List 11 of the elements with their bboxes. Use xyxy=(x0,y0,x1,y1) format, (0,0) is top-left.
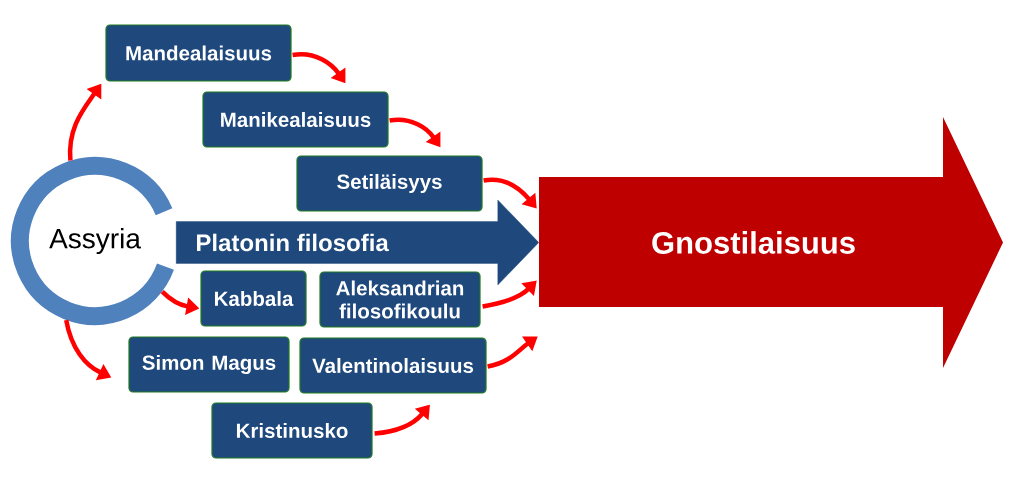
edge-label: Platonin filosofia xyxy=(194,232,390,253)
text-box: Kabbala xyxy=(200,270,307,327)
text-box: Simon Magus xyxy=(128,336,290,393)
text-box: Manikealaisuus xyxy=(202,91,389,148)
text-box: Aleksandrian filosofikoulu xyxy=(319,271,481,328)
text-box: Kristinusko xyxy=(211,402,373,459)
ring-node: Assyria xyxy=(11,157,174,325)
text-box: Mandealaisuus xyxy=(105,24,292,82)
text-box: Setiläisyys xyxy=(296,155,483,212)
text-box: Valentinolaisuus xyxy=(299,337,487,394)
curved-arrow xyxy=(482,280,537,309)
